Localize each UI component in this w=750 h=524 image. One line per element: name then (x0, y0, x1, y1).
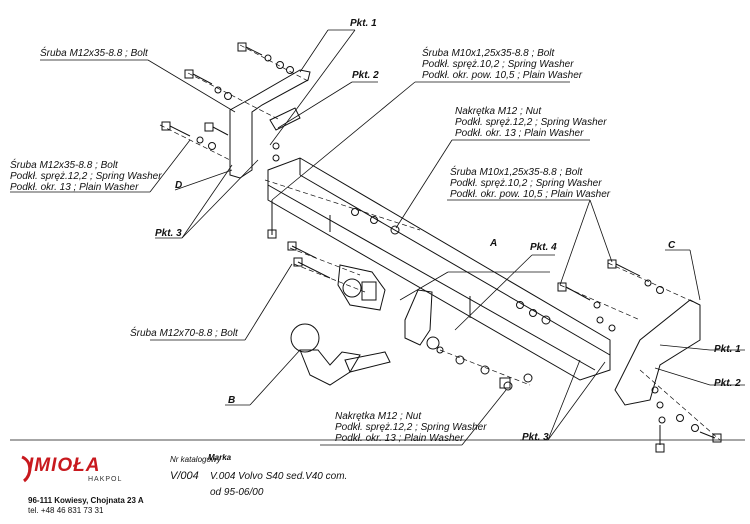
right-bracket-plate (614, 299, 701, 406)
label-line: Śruba M10x1,25x35-8.8 ; Bolt (422, 48, 555, 59)
label-line: Śruba M12x70-8.8 ; Bolt (130, 328, 238, 339)
label-bolt-top-mid: Śruba M10x1,25x35-8.8 ; Bolt Podkł. sprę… (422, 48, 582, 81)
label-bolt-70: Śruba M12x70-8.8 ; Bolt (130, 328, 238, 339)
label-line: Śruba M12x35-8.8 ; Bolt (10, 160, 118, 171)
label-line: Podkł. spręż.12,2 ; Spring Washer (10, 171, 162, 182)
label-line: Podkł. spręż.10,2 ; Spring Washer (422, 59, 574, 70)
label-line: Podkł. spręż.12,2 ; Spring Washer (455, 117, 607, 128)
tag-pkt3-bottom: Pkt. 3 (522, 432, 549, 443)
left-bracket-plate (229, 69, 311, 179)
main-cross-beam (267, 157, 611, 381)
company-logo-sub: HAKPOL (88, 476, 123, 483)
label-line: Podkł. spręż.12,2 ; Spring Washer (335, 422, 487, 433)
label-line: Podkł. okr. 13 ; Plain Washer (10, 182, 139, 193)
tow-ball (290, 323, 391, 386)
label-nut-bottom: Nakrętka M12 ; Nut Podkł. spręż.12,2 ; S… (335, 411, 487, 444)
label-line: Podkł. spręż.10,2 ; Spring Washer (450, 178, 602, 189)
label-bolt-left: Śruba M12x35-8.8 ; Bolt Podkł. spręż.12,… (10, 160, 162, 193)
catalog-label: Nr katalogowy (170, 455, 221, 464)
tag-pkt2-top: Pkt. 2 (352, 70, 379, 81)
label-bolt-top-left: Śruba M12x35-8.8 ; Bolt (40, 48, 148, 59)
company-address: 96-111 Kowiesy, Chojnata 23 A (28, 496, 144, 505)
tag-pkt1-top: Pkt. 1 (350, 18, 377, 29)
assembly-axis-lines (159, 44, 721, 441)
label-line: Śruba M12x35-8.8 ; Bolt (40, 48, 148, 59)
socket-plate (337, 264, 386, 311)
label-line: Śruba M10x1,25x35-8.8 ; Bolt (450, 167, 583, 178)
label-line: Podkł. okr. pow. 10,5 ; Plain Washer (422, 70, 583, 81)
model-years: od 95-06/00 (210, 487, 264, 498)
tag-b: B (228, 395, 236, 406)
label-line: Nakrętka M12 ; Nut (455, 106, 542, 117)
company-logo: IMIOŁA (28, 455, 101, 476)
label-line: Nakrętka M12 ; Nut (335, 411, 422, 422)
label-nut-top: Nakrętka M12 ; Nut Podkł. spręż.12,2 ; S… (455, 106, 607, 139)
tag-pkt3-left: Pkt. 3 (155, 228, 182, 239)
tag-c: C (668, 240, 676, 251)
tag-d: D (175, 180, 183, 191)
label-line: Podkł. okr. pow. 10,5 ; Plain Washer (450, 189, 611, 200)
bottom-fasteners (287, 241, 533, 391)
label-line: Podkł. okr. 13 ; Plain Washer (455, 128, 584, 139)
center-bracket (404, 289, 433, 346)
label-bolt-right: Śruba M10x1,25x35-8.8 ; Bolt Podkł. sprę… (450, 167, 610, 200)
catalog-number: V/004 (170, 470, 199, 482)
leader-lines (10, 29, 745, 446)
company-phone: tel. +48 46 831 73 31 (28, 506, 104, 515)
brand-label: Marka (208, 453, 232, 462)
bolts-top-left (161, 42, 294, 239)
model-name: V.004 Volvo S40 sed.V40 com. (210, 471, 348, 482)
company-logo-swoosh (21, 455, 32, 483)
tag-pkt4: Pkt. 4 (530, 242, 557, 253)
tag-pkt2-right: Pkt. 2 (714, 378, 741, 389)
right-bolts (557, 259, 722, 453)
top-right-fasteners (351, 208, 616, 332)
label-line: Podkł. okr. 13 ; Plain Washer (335, 433, 464, 444)
tag-a: A (490, 238, 498, 249)
tag-pkt1-right: Pkt. 1 (714, 344, 741, 355)
